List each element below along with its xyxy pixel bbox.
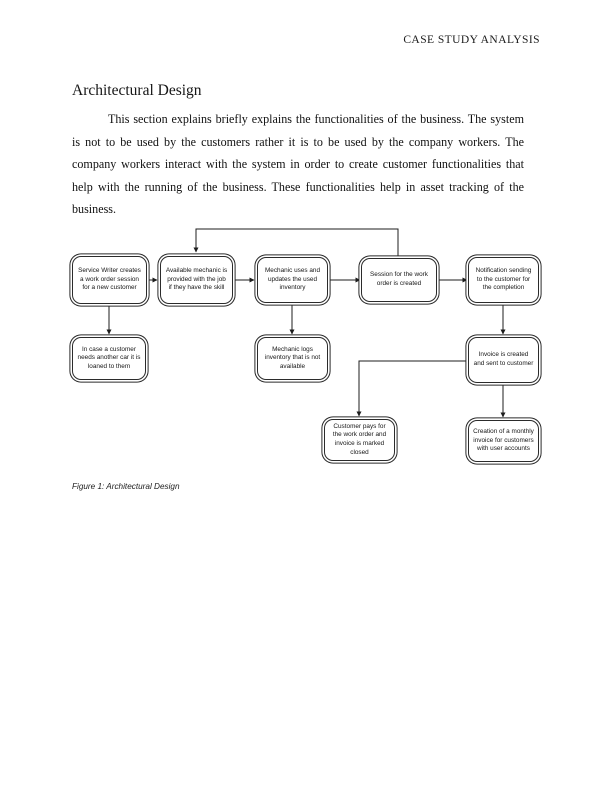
flow-node-notification-sending: Notification sending to the customer for…: [468, 257, 539, 303]
flow-node-mechanic-logs-inventory: Mechanic logs inventory that is not avai…: [257, 337, 328, 380]
flow-node-session-created: Session for the work order is created: [361, 258, 437, 302]
body-paragraph: This section explains briefly explains t…: [72, 112, 524, 216]
figure-caption: Figure 1: Architectural Design: [72, 482, 180, 491]
flow-node-label: Notification sending to the customer for…: [475, 267, 532, 292]
connector-session-feedback-to-available-mechanic: [193, 228, 399, 256]
flow-node-label: In case a customer needs another car it …: [77, 345, 141, 370]
flow-node-label: Customer pays for the work order and inv…: [332, 422, 387, 456]
running-header: CASE STUDY ANALYSIS: [403, 34, 540, 46]
flow-node-mechanic-updates-inventory: Mechanic uses and updates the used inven…: [257, 257, 328, 303]
flow-node-service-writer: Service Writer creates a work order sess…: [72, 256, 147, 304]
connector-invoice-to-customer-pays: [356, 360, 467, 417]
flow-node-label: Service Writer creates a work order sess…: [78, 267, 141, 292]
flow-node-label: Mechanic logs inventory that is not avai…: [264, 345, 321, 370]
flow-node-available-mechanic: Available mechanic is provided with the …: [160, 256, 233, 304]
flow-node-label: Mechanic uses and updates the used inven…: [264, 267, 321, 292]
flow-node-label: Creation of a monthly invoice for custom…: [473, 428, 534, 453]
flow-node-customer-pays: Customer pays for the work order and inv…: [324, 419, 395, 461]
flow-node-monthly-invoice: Creation of a monthly invoice for custom…: [468, 420, 539, 462]
flow-node-label: Available mechanic is provided with the …: [165, 267, 228, 292]
flow-node-label: Session for the work order is created: [370, 271, 428, 287]
page-title: Architectural Design: [72, 82, 202, 99]
flow-node-label: Invoice is created and sent to customer: [473, 351, 534, 367]
flow-node-invoice-created: Invoice is created and sent to customer: [468, 337, 539, 383]
flow-node-loaner-car: In case a customer needs another car it …: [72, 337, 146, 380]
